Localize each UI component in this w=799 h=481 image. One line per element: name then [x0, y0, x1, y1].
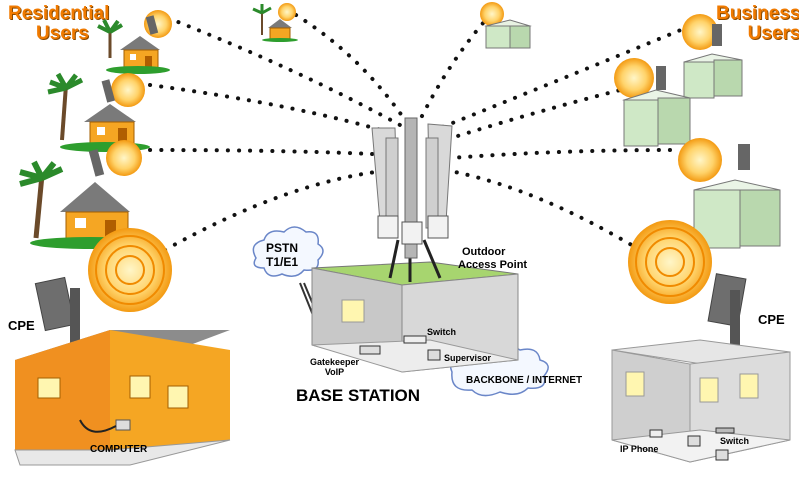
outdoor-ap-label: Outdoor Access Point [458, 246, 527, 272]
wireless-links [148, 13, 702, 252]
pstn-label-line1: PSTN [266, 241, 299, 255]
business-title-line2: Users [747, 23, 799, 44]
residential-house-2 [47, 72, 150, 152]
residential-title: Residential Users [8, 4, 109, 44]
ip-phone-label: IP Phone [620, 444, 659, 454]
cpe-left-signal [34, 228, 172, 346]
business-building-3 [678, 138, 781, 249]
business-office-room [611, 339, 791, 463]
base-station-building [311, 261, 519, 373]
computer-label: COMPUTER [90, 444, 148, 455]
business-building-1 [682, 14, 743, 99]
switch-center-label: Switch [427, 327, 457, 337]
residential-house-1 [97, 10, 172, 74]
cpe-right-label: CPE [758, 312, 785, 327]
pstn-label: PSTN T1/E1 [266, 241, 298, 269]
computer-icon [687, 435, 701, 447]
supervisor-label: Supervisor [444, 353, 492, 363]
business-title: Business Users [716, 4, 799, 44]
computer-icon [715, 449, 729, 461]
access-point-icon [401, 221, 423, 245]
residential-title-line2: Users [36, 23, 89, 44]
business-building-small [480, 2, 532, 49]
link-res-1 [166, 16, 402, 127]
residential-house-main [14, 330, 231, 466]
supervisor-pc-icon [427, 349, 441, 361]
link-res-5 [163, 168, 394, 252]
gatekeeper-label: Gatekeeper VoIP [310, 357, 359, 377]
switch-icon [403, 335, 427, 344]
base-station-title: BASE STATION [296, 386, 421, 405]
cpe-left-label: CPE [8, 318, 35, 333]
gatekeeper-icon [359, 345, 381, 355]
link-res-3 [148, 83, 400, 137]
cpe-antenna-icon [707, 273, 747, 327]
pstn-label-line2: T1/E1 [266, 255, 299, 269]
switch-icon [715, 427, 735, 434]
ip-phone-icon [649, 429, 663, 438]
link-bus-1 [418, 13, 492, 122]
access-point-icon [377, 215, 399, 239]
business-title-line1: Business [716, 3, 799, 24]
residential-house-tiny [252, 3, 298, 42]
outdoor-ap-line2: Access Point [458, 259, 528, 271]
switch-right-label: Switch [720, 436, 750, 446]
outdoor-ap-line1: Outdoor [462, 246, 506, 258]
computer-icon [115, 419, 131, 431]
gatekeeper-line2: VoIP [324, 367, 345, 377]
link-bus-3 [443, 83, 642, 142]
backbone-label: BACKBONE / INTERNET [466, 375, 583, 386]
link-res-4 [148, 148, 394, 157]
gatekeeper-line1: Gatekeeper [310, 357, 360, 367]
business-building-2 [614, 58, 692, 147]
signal-icon [628, 220, 712, 304]
link-bus-4 [448, 148, 672, 160]
access-point-icon [427, 215, 449, 239]
access-point-tower [371, 117, 453, 282]
link-res-2 [294, 13, 407, 122]
link-bus-2 [438, 20, 702, 130]
signal-icon [88, 228, 172, 312]
residential-title-line1: Residential [8, 3, 110, 24]
cpe-right-signal [628, 220, 747, 352]
cpe-antenna-icon [34, 276, 76, 332]
link-bus-5 [453, 170, 642, 252]
